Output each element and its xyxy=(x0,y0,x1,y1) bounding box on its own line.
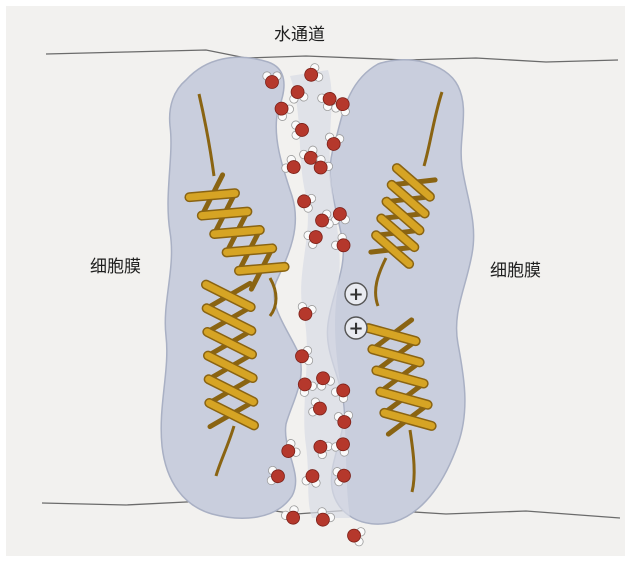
water-molecule xyxy=(346,525,366,546)
membrane-top-line xyxy=(46,50,618,62)
aquaporin-diagram: ++ 水通道 细胞膜 细胞膜 xyxy=(6,6,625,556)
cation-icon: + xyxy=(345,317,367,339)
cell-membrane-right-label: 细胞膜 xyxy=(490,256,541,281)
cell-membrane-left-label: 细胞膜 xyxy=(90,252,141,277)
svg-text:+: + xyxy=(348,318,363,339)
water-molecule xyxy=(280,504,305,528)
left-protein-subunit xyxy=(161,57,301,518)
cation-icon: + xyxy=(345,283,367,305)
water-channel-label: 水通道 xyxy=(274,20,325,45)
svg-text:+: + xyxy=(348,284,363,305)
diagram-canvas: ++ xyxy=(6,6,625,556)
